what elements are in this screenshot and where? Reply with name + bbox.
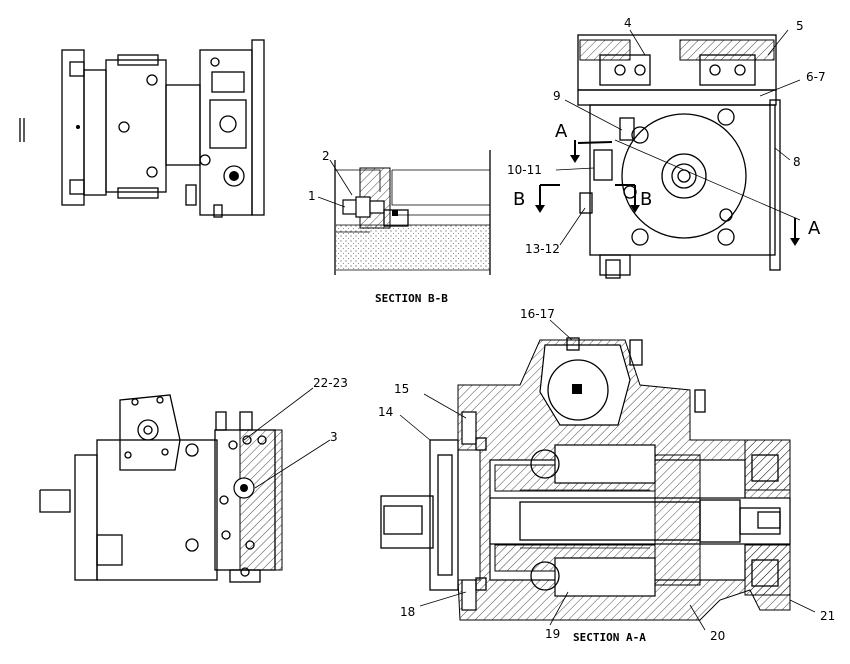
callout-18: 18 [400,605,415,619]
captions: SECTION B-B SECTION A-A [375,292,646,644]
section-marker-b-left: B [513,189,525,210]
caption-section-aa: SECTION A-A [573,631,646,644]
callout-6-7: 6-7 [806,70,826,84]
callout-14: 14 [378,405,393,419]
section-bb-view [334,150,491,275]
pump-side-view-bottom-left [39,394,283,583]
section-aa-view [380,337,791,621]
callout-5: 5 [796,19,804,33]
callout-21: 21 [820,609,835,623]
callout-9: 9 [553,89,561,103]
callout-labels: 1 2 4 5 6-7 8 9 10-11 13-12 14 15 16-17 … [308,16,835,643]
callout-22-23: 22-23 [313,376,348,390]
callout-20: 20 [710,629,725,643]
callout-2: 2 [322,149,330,163]
callout-4: 4 [624,16,632,30]
pump-side-view-top-left [19,39,265,218]
section-marker-a-upper: A [555,121,568,142]
callout-10-11: 10-11 [507,163,542,177]
section-marker-a-lower: A [808,218,821,239]
callout-8: 8 [793,155,801,169]
callout-1: 1 [308,189,316,203]
callout-15: 15 [394,382,409,396]
pump-end-view-top-right [535,34,801,279]
caption-section-bb: SECTION B-B [375,292,448,305]
section-markers: A A B B [513,121,821,239]
section-marker-b-right: B [640,189,652,210]
spring-coils [520,489,650,549]
callout-3: 3 [330,430,338,444]
callout-16-17: 16-17 [520,307,555,321]
leader-lines [243,29,816,631]
callout-19: 19 [545,627,560,641]
callout-13-12: 13-12 [525,242,560,256]
